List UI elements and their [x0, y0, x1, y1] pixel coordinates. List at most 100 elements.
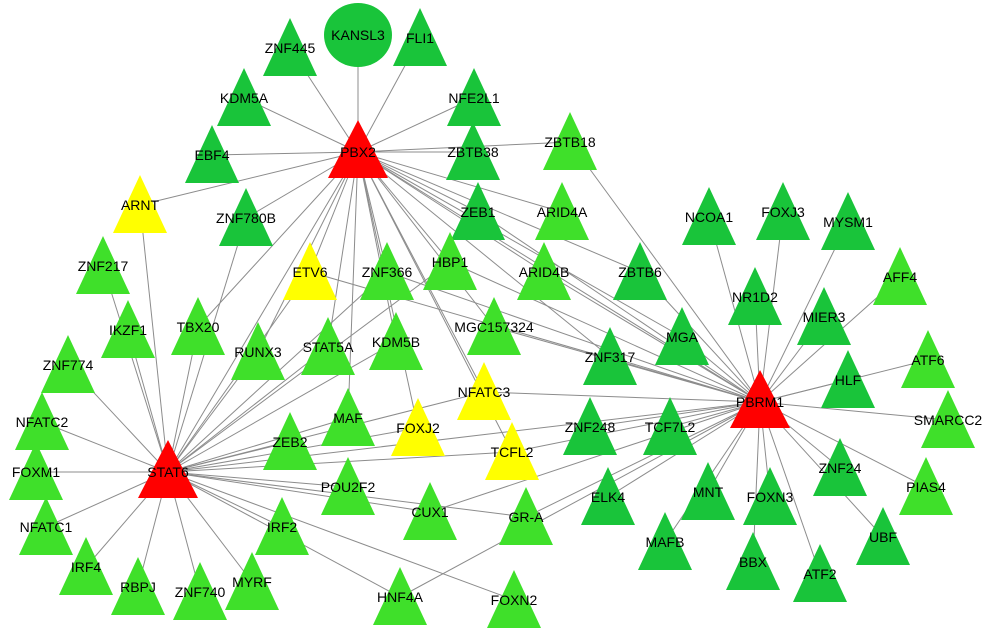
node-znf780b[interactable]: ZNF780B	[216, 188, 276, 246]
node-zbtb6[interactable]: ZBTB6	[613, 242, 667, 300]
node-atf6[interactable]: ATF6	[901, 330, 955, 388]
edge-stat6-pbrm1	[167, 401, 761, 473]
node-znf24[interactable]: ZNF24	[813, 438, 867, 496]
node-znf366[interactable]: ZNF366	[360, 242, 414, 300]
node-mysm1[interactable]: MYSM1	[821, 192, 875, 250]
triangle-shape	[113, 175, 167, 233]
node-tbx20[interactable]: TBX20	[171, 297, 225, 355]
node-smarcc2[interactable]: SMARCC2	[914, 390, 983, 448]
node-pbrm1[interactable]: PBRM1	[730, 370, 790, 428]
node-pias4[interactable]: PIAS4	[899, 457, 953, 515]
triangle-shape	[283, 242, 337, 300]
node-irf4[interactable]: IRF4	[59, 537, 113, 595]
triangle-shape	[821, 192, 875, 250]
node-label: MGC157324	[454, 319, 534, 335]
node-hlf[interactable]: HLF	[821, 350, 875, 408]
node-pou2f2[interactable]: POU2F2	[321, 457, 376, 515]
node-zeb1[interactable]: ZEB1	[451, 182, 505, 240]
triangle-shape	[563, 397, 617, 455]
edge-pbx2-arnt	[139, 151, 359, 206]
node-label: AFF4	[883, 269, 917, 285]
node-label: UBF	[869, 529, 897, 545]
node-stat6[interactable]: STAT6	[138, 440, 198, 498]
triangle-shape	[219, 188, 273, 246]
node-ncoa1[interactable]: NCOA1	[682, 187, 736, 245]
node-cux1[interactable]: CUX1	[403, 482, 457, 540]
node-label: ARID4B	[519, 264, 570, 280]
node-elk4[interactable]: ELK4	[581, 467, 635, 525]
node-nfatc1[interactable]: NFATC1	[19, 497, 73, 555]
triangle-shape	[446, 122, 500, 180]
edge-stat6-foxn2	[167, 471, 515, 601]
node-znf217[interactable]: ZNF217	[76, 236, 130, 294]
node-nr1d2[interactable]: NR1D2	[728, 267, 782, 325]
node-arid4a[interactable]: ARID4A	[535, 182, 589, 240]
node-maf[interactable]: MAF	[321, 388, 375, 446]
node-znf317[interactable]: ZNF317	[583, 327, 637, 385]
node-mga[interactable]: MGA	[655, 307, 709, 365]
node-label: TBX20	[177, 319, 220, 335]
node-mafb[interactable]: MAFB	[638, 512, 692, 570]
node-label: FOXJ3	[761, 204, 805, 220]
node-label: BBX	[739, 554, 768, 570]
node-irf2[interactable]: IRF2	[255, 497, 309, 555]
node-arid4b[interactable]: ARID4B	[517, 242, 571, 300]
edge-pbrm1-zbtb18	[569, 141, 761, 403]
node-nfatc3[interactable]: NFATC3	[457, 362, 511, 420]
node-znf740[interactable]: ZNF740	[173, 562, 227, 620]
triangle-shape	[225, 552, 279, 610]
node-atf2[interactable]: ATF2	[793, 544, 847, 602]
node-myrf[interactable]: MYRF	[225, 552, 279, 610]
node-stat5a[interactable]: STAT5A	[301, 317, 355, 375]
edge-pbrm1-gr-a	[525, 401, 761, 518]
node-hbp1[interactable]: HBP1	[423, 232, 477, 290]
node-gr-a[interactable]: GR-A	[499, 487, 553, 545]
node-kdm5b[interactable]: KDM5B	[369, 312, 423, 370]
node-nfatc2[interactable]: NFATC2	[15, 392, 69, 450]
node-znf445[interactable]: ZNF445	[263, 18, 317, 76]
triangle-shape	[756, 182, 810, 240]
triangle-shape	[728, 267, 782, 325]
node-zbtb38[interactable]: ZBTB38	[446, 122, 500, 180]
node-foxn3[interactable]: FOXN3	[743, 467, 797, 525]
node-tcf7l2[interactable]: TCF7L2	[643, 397, 697, 455]
node-etv6[interactable]: ETV6	[283, 242, 337, 300]
node-zeb2[interactable]: ZEB2	[263, 412, 317, 470]
node-label: PIAS4	[906, 479, 946, 495]
node-foxn2[interactable]: FOXN2	[487, 570, 541, 628]
node-ubf[interactable]: UBF	[856, 507, 910, 565]
node-ebf4[interactable]: EBF4	[185, 125, 239, 183]
node-kdm5a[interactable]: KDM5A	[217, 68, 271, 126]
node-arnt[interactable]: ARNT	[113, 175, 167, 233]
node-label: SMARCC2	[914, 412, 983, 428]
node-label: ETV6	[292, 264, 327, 280]
node-aff4[interactable]: AFF4	[873, 247, 927, 305]
node-foxj3[interactable]: FOXJ3	[756, 182, 810, 240]
node-ikzf1[interactable]: IKZF1	[101, 300, 155, 358]
node-rbpj[interactable]: RBPJ	[111, 557, 165, 615]
triangle-shape	[9, 442, 63, 500]
triangle-shape	[373, 567, 427, 625]
node-znf248[interactable]: ZNF248	[563, 397, 617, 455]
triangle-shape	[793, 544, 847, 602]
node-znf774[interactable]: ZNF774	[41, 335, 95, 393]
edge-pbrm1-mysm1	[759, 221, 849, 403]
node-fli1[interactable]: FLI1	[393, 8, 447, 66]
triangle-shape	[543, 112, 597, 170]
node-foxj2[interactable]: FOXJ2	[391, 398, 445, 456]
node-mgc157324[interactable]: MGC157324	[454, 297, 534, 355]
node-tcfl2[interactable]: TCFL2	[485, 422, 539, 480]
node-mier3[interactable]: MIER3	[797, 287, 851, 345]
triangle-shape	[921, 390, 975, 448]
node-mnt[interactable]: MNT	[681, 462, 735, 520]
node-pbx2[interactable]: PBX2	[328, 120, 388, 178]
node-bbx[interactable]: BBX	[726, 532, 780, 590]
node-zbtb18[interactable]: ZBTB18	[543, 112, 597, 170]
node-nfe2l1[interactable]: NFE2L1	[447, 68, 501, 126]
node-hnf4a[interactable]: HNF4A	[373, 567, 427, 625]
edge-pbrm1-znf366	[386, 271, 761, 403]
node-foxm1[interactable]: FOXM1	[9, 442, 63, 500]
node-runx3[interactable]: RUNX3	[231, 322, 285, 380]
edge-pbx2-zbtb6	[357, 151, 641, 273]
node-kansl3[interactable]: KANSL3	[324, 3, 392, 67]
